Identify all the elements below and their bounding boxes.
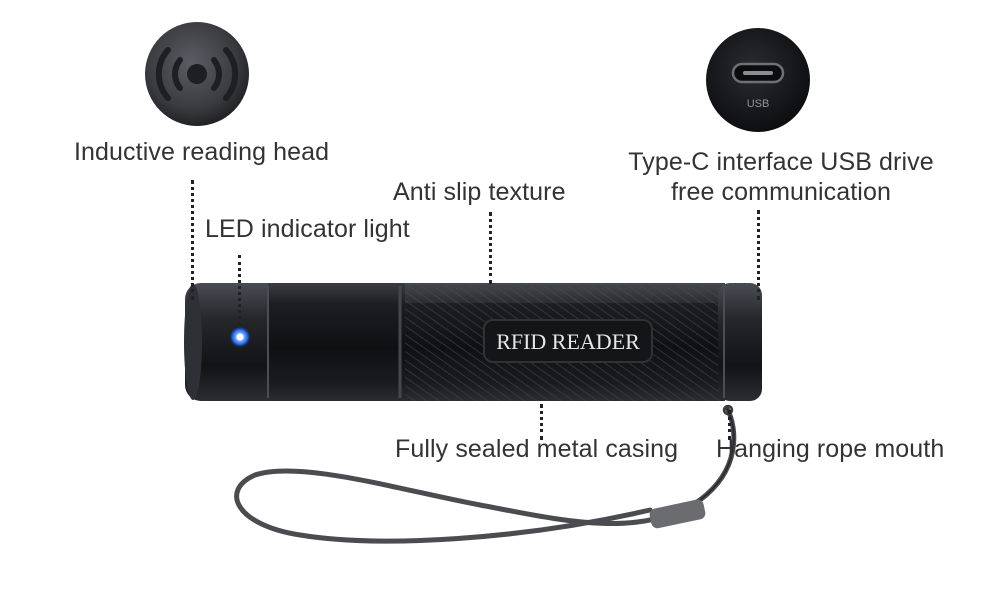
leader-rope-mouth [728,410,731,440]
brand-plate [483,319,653,363]
lanyard-clip [649,499,706,529]
label-metal-casing: Fully sealed metal casing [395,435,679,463]
rfid-reader-device [184,283,762,416]
usb-port-detail [706,28,810,132]
label-usb-line1: Type-C interface USB drive [628,148,934,176]
rear-cap [718,283,762,401]
lanyard [234,405,737,544]
leader-usb [757,210,760,300]
label-inductive-reading-head: Inductive reading head [74,138,330,166]
signal-waves-icon [155,47,239,101]
label-led-indicator: LED indicator light [205,215,410,243]
usb-port-text: USB [747,98,770,110]
device-brand-text: RFID READER [496,329,640,354]
label-usb-line2: free communication [671,178,891,206]
leader-casing [540,404,543,440]
label-rope-mouth: Hanging rope mouth [716,435,945,463]
leader-reading-head [191,180,194,300]
neck-section [268,283,413,401]
leader-led [238,255,241,325]
leader-anti-slip [489,212,492,284]
reading-head-center [187,64,207,84]
reading-head-detail [145,22,249,126]
label-usb: Type-C interface USB drive free communic… [625,147,937,207]
label-anti-slip: Anti slip texture [393,178,566,206]
